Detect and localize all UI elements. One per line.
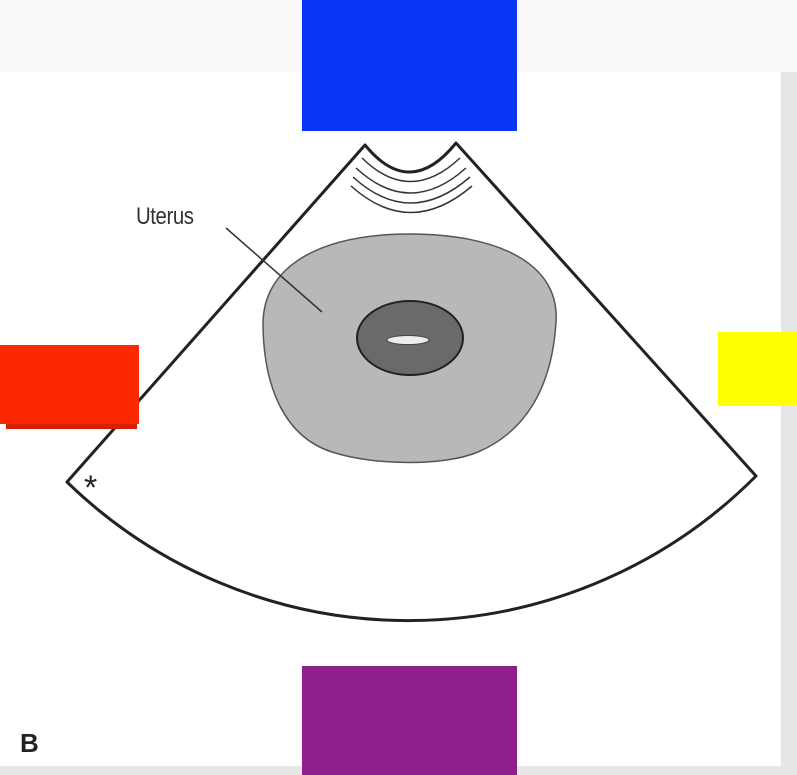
bottom-label-box xyxy=(302,666,517,775)
top-label-box xyxy=(302,0,517,131)
panel-letter: B xyxy=(20,728,39,758)
left-label-box-shadow xyxy=(6,424,137,429)
left-label-box xyxy=(0,345,139,424)
near-field-arcs xyxy=(350,157,473,214)
uterus-leader-line xyxy=(225,227,323,313)
asterisk-marker: * xyxy=(84,469,98,507)
uterine-cavity xyxy=(386,335,430,345)
uterus-label: Uterus xyxy=(136,203,194,230)
right-label-box xyxy=(718,332,797,406)
